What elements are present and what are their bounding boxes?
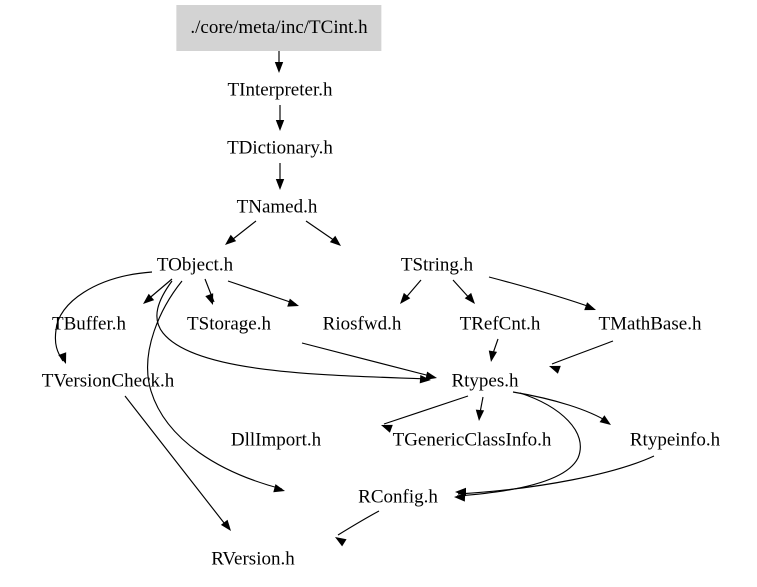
arrowhead-icon (425, 371, 437, 380)
arrowhead-icon (455, 487, 466, 497)
arrowhead-icon (381, 424, 393, 433)
graph-edge-tstring-to-riosfwd (402, 279, 422, 302)
graph-edge-riosfwd-to-rtypes (301, 342, 435, 378)
graph-edge-tmathbase-to-rtypes (551, 340, 614, 365)
arrowhead-icon (58, 352, 67, 364)
graph-node-tnamed[interactable]: TNamed.h (236, 196, 318, 218)
graph-node-tversioncheck[interactable]: TVersionCheck.h (41, 370, 175, 392)
arrowhead-icon (464, 292, 475, 304)
graph-edge-tobject-to-tbuffer (145, 278, 173, 302)
arrowhead-icon (287, 298, 299, 307)
arrowhead-icon (400, 292, 411, 304)
graph-edge-rtypeinfo-to-rconfig (457, 455, 655, 495)
graph-edge-tstring-to-tmathbase (488, 276, 594, 309)
arrowhead-icon (274, 62, 284, 73)
arrowhead-icon (475, 409, 485, 421)
graph-node-tstorage[interactable]: TStorage.h (187, 313, 271, 335)
graph-edge-tnamed-to-tobject (227, 220, 257, 244)
graph-node-tdictionary[interactable]: TDictionary.h (227, 137, 333, 159)
graph-node-rversion[interactable]: RVersion.h (211, 548, 295, 570)
graph-edge-tobject-to-tstorage (204, 278, 215, 303)
arrowhead-icon (220, 519, 231, 531)
arrowhead-icon (225, 234, 237, 245)
graph-edge-rtypes-to-tgenericclassinfo (478, 396, 484, 419)
arrowhead-icon (329, 235, 341, 246)
arrowhead-icon (275, 179, 285, 190)
graph-edge-rconfig-to-rversion (337, 510, 380, 536)
graph-node-tbuffer[interactable]: TBuffer.h (51, 313, 127, 335)
arrowhead-icon (275, 120, 285, 131)
arrowhead-icon (549, 365, 561, 374)
graph-node-tstring[interactable]: TString.h (400, 254, 474, 276)
graph-edge-rtypes-to-dllimport (383, 395, 469, 425)
graph-node-tinterpreter[interactable]: TInterpreter.h (227, 79, 333, 101)
graph-edge-rtypes-to-rtypeinfo (512, 391, 609, 423)
arrowhead-icon (599, 415, 611, 425)
graph-edge-tversioncheck-to-rversion (124, 395, 229, 529)
graph-node-rconfig[interactable]: RConfig.h (358, 486, 438, 508)
graph-edge-trefcnt-to-rtypes (490, 338, 499, 360)
graph-node-tobject[interactable]: TObject.h (156, 254, 234, 276)
graph-node-tgenericclassinfo[interactable]: TGenericClassInfo.h (392, 429, 552, 451)
arrowhead-icon (419, 375, 431, 384)
graph-edge-tobject-to-riosfwd (227, 280, 297, 305)
arrowhead-icon (584, 302, 596, 311)
graph-edge-tstring-to-trefcnt (452, 279, 473, 302)
graph-node-rtypes[interactable]: Rtypes.h (451, 370, 519, 392)
graph-node-tmathbase[interactable]: TMathBase.h (598, 313, 702, 335)
arrowhead-icon (205, 293, 214, 305)
graph-node-tcint[interactable]: ./core/meta/inc/TCint.h (176, 5, 382, 51)
graph-node-riosfwd[interactable]: Riosfwd.h (322, 313, 402, 335)
arrowhead-icon (335, 537, 347, 547)
graph-edge-tnamed-to-tstring (305, 220, 339, 244)
arrowhead-icon (454, 493, 466, 502)
graph-node-rtypeinfo[interactable]: Rtypeinfo.h (629, 429, 721, 451)
graph-node-dllimport[interactable]: DllImport.h (230, 429, 322, 451)
arrowhead-icon (273, 484, 285, 493)
arrowhead-icon (488, 350, 498, 362)
arrowhead-icon (143, 293, 155, 304)
graph-node-trefcnt[interactable]: TRefCnt.h (459, 313, 541, 335)
